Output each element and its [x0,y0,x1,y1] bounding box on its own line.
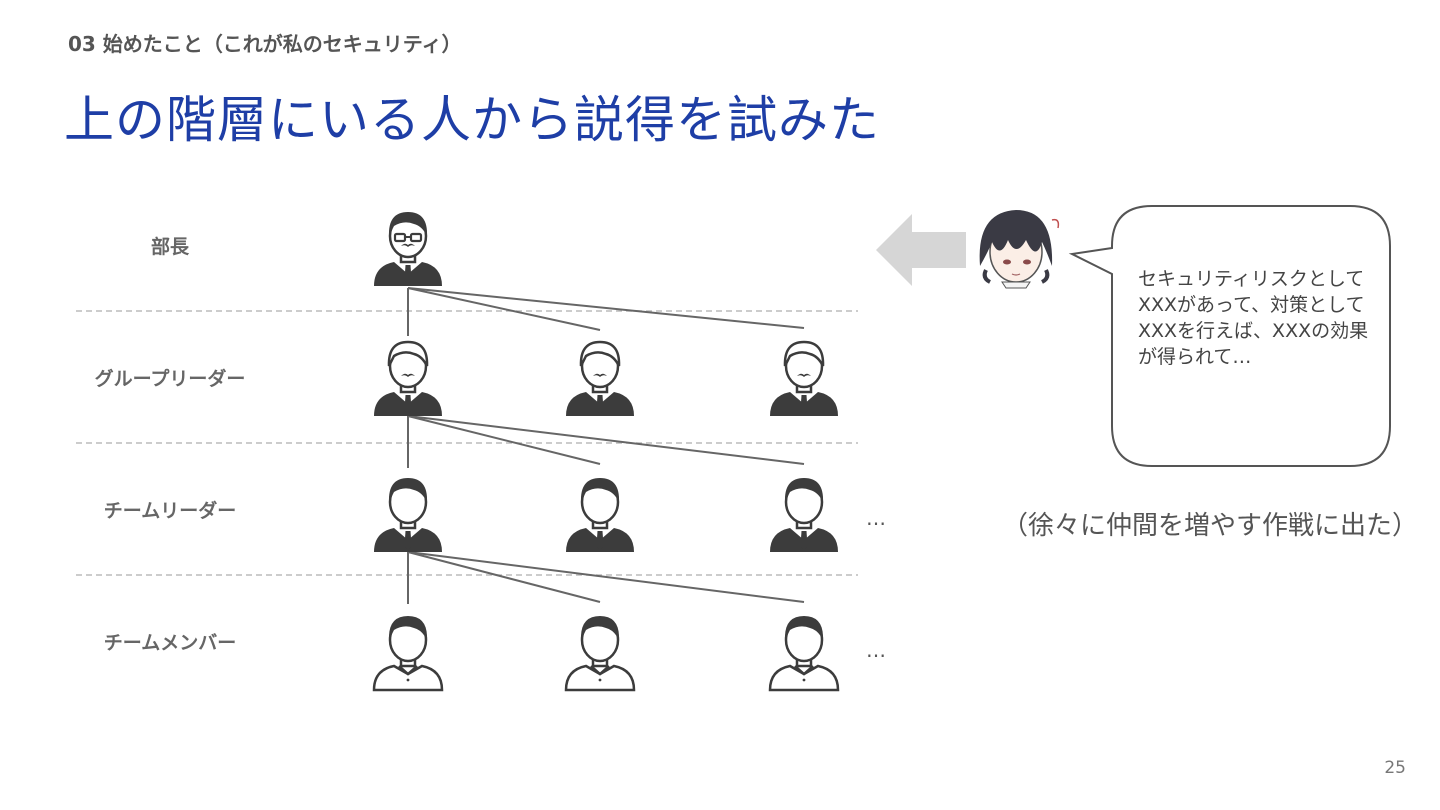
team-leader-icon [566,478,634,552]
group-leader-icon [770,342,838,416]
speaker-avatar [980,210,1059,288]
connector-lines [408,288,804,604]
team-leader-icon [770,478,838,552]
strategy-note: （徐々に仲間を増やす作戦に出た） [1002,505,1418,542]
arrow-left-icon [876,214,966,286]
group-leader-icon [374,342,442,416]
group-leader-icon [566,342,634,416]
team-member-icon [566,616,634,690]
department-head-icon [374,212,442,286]
team-member-icon [374,616,442,690]
team-member-icon [770,616,838,690]
team-leader-icon [374,478,442,552]
speech-bubble-text: セキュリティリスクとしてXXXがあって、対策としてXXXを行えば、XXXの効果が… [1138,266,1370,370]
page-number: 25 [1384,758,1406,778]
more-team-members-marker: … [866,638,886,662]
more-team-leaders-marker: … [866,506,886,530]
